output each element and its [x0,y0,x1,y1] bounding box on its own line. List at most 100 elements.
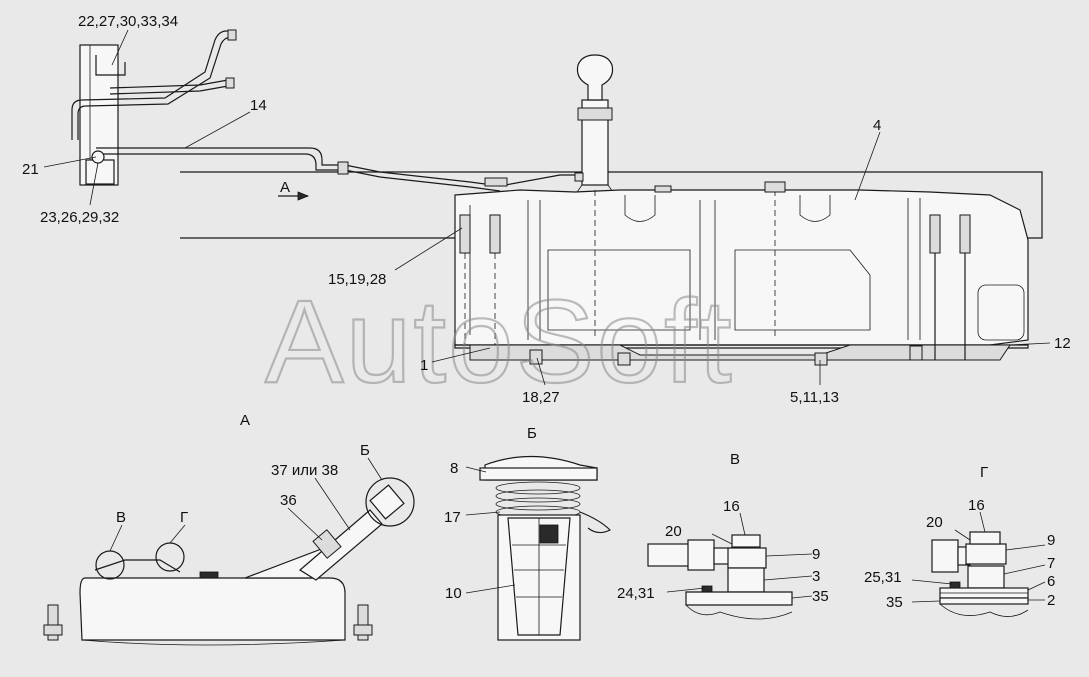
view-a-stud-right [357,604,369,641]
view-a-fitting [199,571,219,579]
label-g-2: 2 [1047,592,1055,609]
view-g-wall [939,603,1029,617]
view-g-nut [931,539,959,573]
bolt-right-a [929,214,941,254]
leader-1 [431,347,491,363]
view-a-filler-neck [298,509,383,581]
label-view-b-ref: Б [360,442,370,459]
leader-21 [43,156,97,168]
label-14: 14 [250,97,267,114]
view-v: В 16 20 9 3 24,31 35 [617,451,829,620]
sender-flange [764,181,786,193]
label-5-11-13: 5,11,13 [790,389,839,406]
label-view-v-ref: В [116,509,126,526]
view-a-nut-left [43,624,63,636]
tank-cradle [469,344,1011,361]
pipe-end-1 [227,29,237,41]
leader-18 [536,357,546,386]
leader-v-3 [763,575,813,581]
label-v-16: 16 [723,498,740,515]
leader-g-7 [1003,564,1046,575]
view-g-washer-35 [939,597,1029,605]
pipe-union [337,161,349,175]
tank-recess [734,249,871,331]
view-a: А В Г 36 37 или 38 Б [43,412,415,646]
view-g-gasket [949,581,961,589]
fuel-pipe-14-b [96,153,501,192]
leader-23 [89,162,99,206]
leader-4 [854,131,881,201]
label-g-6: 6 [1047,573,1055,590]
view-b-chain [579,511,612,534]
label-10: 10 [445,585,462,602]
main-leaders [43,29,1051,386]
leader-g-25 [911,579,953,585]
view-a-stud-left [47,604,59,641]
view-v-gasket [701,585,713,593]
tank-top-grooves [624,195,831,222]
view-v-nut [687,539,715,571]
bolt-set-left [459,214,501,345]
pipe-clamp [484,177,508,187]
leader-17 [465,511,501,516]
left-bracket-foot [85,159,115,185]
view-a-pipe-small [94,559,181,573]
label-v-35: 35 [812,588,829,605]
view-g-title: Г [980,464,988,481]
label-g-20: 20 [926,514,943,531]
label-21: 21 [22,161,39,178]
thread-1 [495,481,581,495]
leader-v-20 [711,533,733,545]
view-v-bolt-16 [731,534,761,548]
leader-b [367,457,383,481]
view-b: Б 8 17 10 [444,425,612,641]
label-4: 4 [873,117,881,134]
label-23-26-29-32: 23,26,29,32 [40,209,119,226]
bolt-15 [459,214,471,254]
tank-end-panel [977,284,1025,341]
leader-g-35 [911,600,941,603]
view-v-wall [685,604,793,620]
label-37-or-38: 37 или 38 [271,462,338,479]
label-1: 1 [420,357,428,374]
supply-pipe-b [109,85,229,95]
label-view-g-ref: Г [180,509,188,526]
view-a-circle-b [365,477,415,527]
leader-v-35 [791,595,813,599]
view-g-bolt-16 [969,531,1001,545]
view-a-nut-right [353,624,373,636]
view-b-mesh-patch [539,524,559,544]
thread-3 [495,497,581,511]
leader-g-16 [979,511,986,533]
leader-22 [111,29,129,66]
filler-cap [576,54,614,101]
label-36: 36 [280,492,297,509]
view-g-banjo-9 [965,543,1007,565]
view-b-strainer-mesh [512,518,566,635]
nut-right [909,345,923,361]
label-g-9: 9 [1047,532,1055,549]
label-8: 8 [450,460,458,477]
leader-g-6 [1027,581,1046,591]
nut-5 [814,352,828,366]
top-fitting [654,185,672,193]
return-pipe-b [77,37,233,140]
view-v-fitting-3 [727,567,765,593]
label-12: 12 [1054,335,1071,352]
main-labels: 22,27,30,33,34 14 21 23,26,29,32 А 4 15,… [22,13,1071,406]
nut-18 [529,349,543,365]
tank-ribs [469,198,921,340]
leader-g [169,524,186,544]
label-15-19-28: 15,19,28 [328,271,386,288]
leader-8 [465,466,487,473]
label-g-25-31: 25,31 [864,569,902,586]
view-g-fitting-7 [967,565,1005,589]
leader-g-20 [954,529,971,541]
view-v-title: В [730,451,740,468]
filler-neck-band [577,107,613,121]
tank-recess-2 [547,249,691,331]
clamp-21 [91,150,105,164]
leader-12 [1009,342,1051,346]
nut-mid [617,352,631,366]
